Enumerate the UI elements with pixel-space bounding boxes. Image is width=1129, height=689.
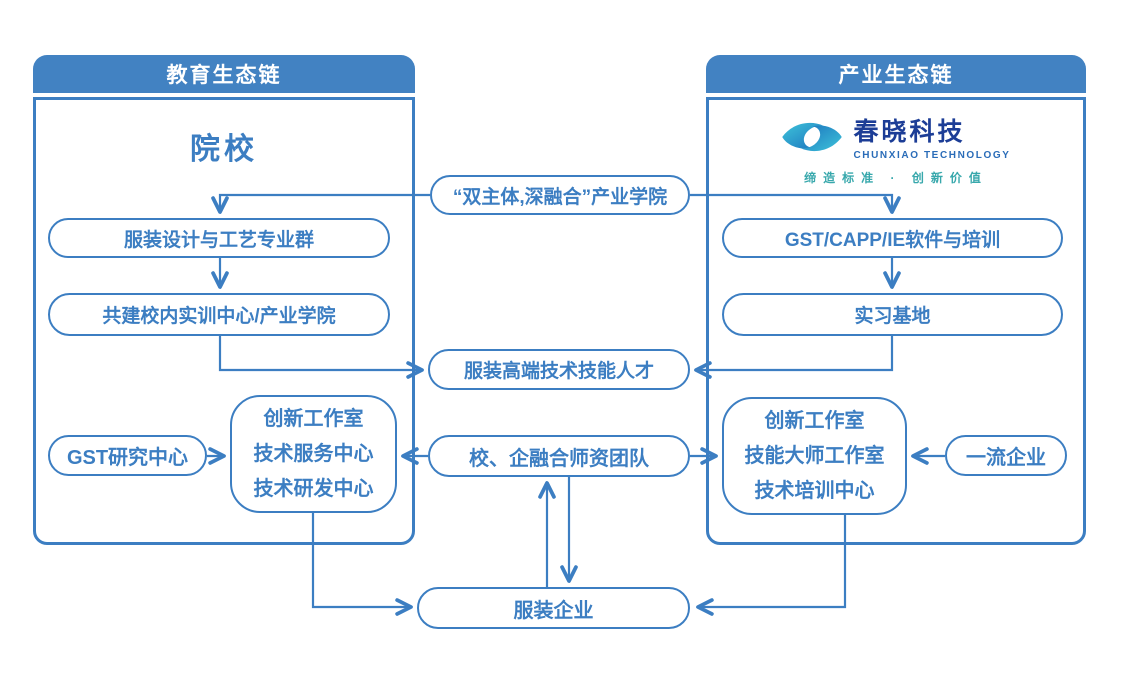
multibox-line: 技术培训中心 [754,479,875,502]
right-panel-header: 产业生态链 [706,55,1086,93]
logo-tagline: 缔造标准 · 创新价值 [804,171,988,185]
box-faculty-team-label: 校、企融合师资团队 [469,447,649,470]
left-panel-header: 教育生态链 [33,55,415,93]
box-highend-talent: 服装高端技术技能人才 [428,349,690,390]
multibox-line: 技术研发中心 [253,477,374,500]
box-garment-enterprise-label: 服装企业 [513,599,594,622]
multibox-line: 技能大师工作室 [744,444,885,467]
box-gst-research-center: GST研究中心 [48,435,207,476]
box-campus-training-center: 共建校内实训中心/产业学院 [48,293,390,336]
box-internship-base-label: 实习基地 [854,306,931,327]
box-industry-college: “双主体,深融合”产业学院 [430,175,690,215]
logo-name-en: CHUNXIAO TECHNOLOGY [853,150,1011,161]
multibox-line: 技术服务中心 [253,442,374,465]
chunxiao-logo-text: 春晓科技 CHUNXIAO TECHNOLOGY [853,112,1010,161]
multibox-line: 创新工作室 [764,409,865,432]
box-gst-capp-ie-software-label: GST/CAPP/IE软件与培训 [784,229,1001,251]
box-highend-talent-label: 服装高端技术技能人才 [463,361,654,382]
box-faculty-team: 校、企融合师资团队 [428,435,690,477]
chunxiao-logo-icon [782,122,843,151]
chunxiao-logo: 春晓科技 CHUNXIAO TECHNOLOGY 缔造标准 · 创新价值 [706,112,1086,186]
box-industry-college-label: “双主体,深融合”产业学院 [452,186,668,208]
box-campus-training-center-label: 共建校内实训中心/产业学院 [102,306,336,327]
box-garment-enterprise: 服装企业 [417,587,690,629]
left-panel-heading: 院校 [190,133,258,166]
left-panel-title: 教育生态链 [166,64,282,87]
box-first-class-enterprise: 一流企业 [945,435,1067,476]
right-panel-title: 产业生态链 [838,64,954,87]
box-first-class-enterprise-label: 一流企业 [966,447,1046,469]
box-fashion-design-group: 服装设计与工艺专业群 [48,218,390,258]
logo-name-cn: 春晓科技 [853,118,966,146]
box-gst-capp-ie-software: GST/CAPP/IE软件与培训 [722,218,1063,258]
chunxiao-logo-row: 春晓科技 CHUNXIAO TECHNOLOGY [781,112,1010,161]
box-internship-base: 实习基地 [722,293,1063,336]
box-fashion-design-group-label: 服装设计与工艺专业群 [123,229,314,251]
box-gst-research-center-label: GST研究中心 [66,447,189,469]
box-right-innovation-centers: 创新工作室 技能大师工作室 技术培训中心 [722,397,907,515]
multibox-line: 创新工作室 [263,407,364,430]
box-left-innovation-centers: 创新工作室 技术服务中心 技术研发中心 [230,395,397,513]
